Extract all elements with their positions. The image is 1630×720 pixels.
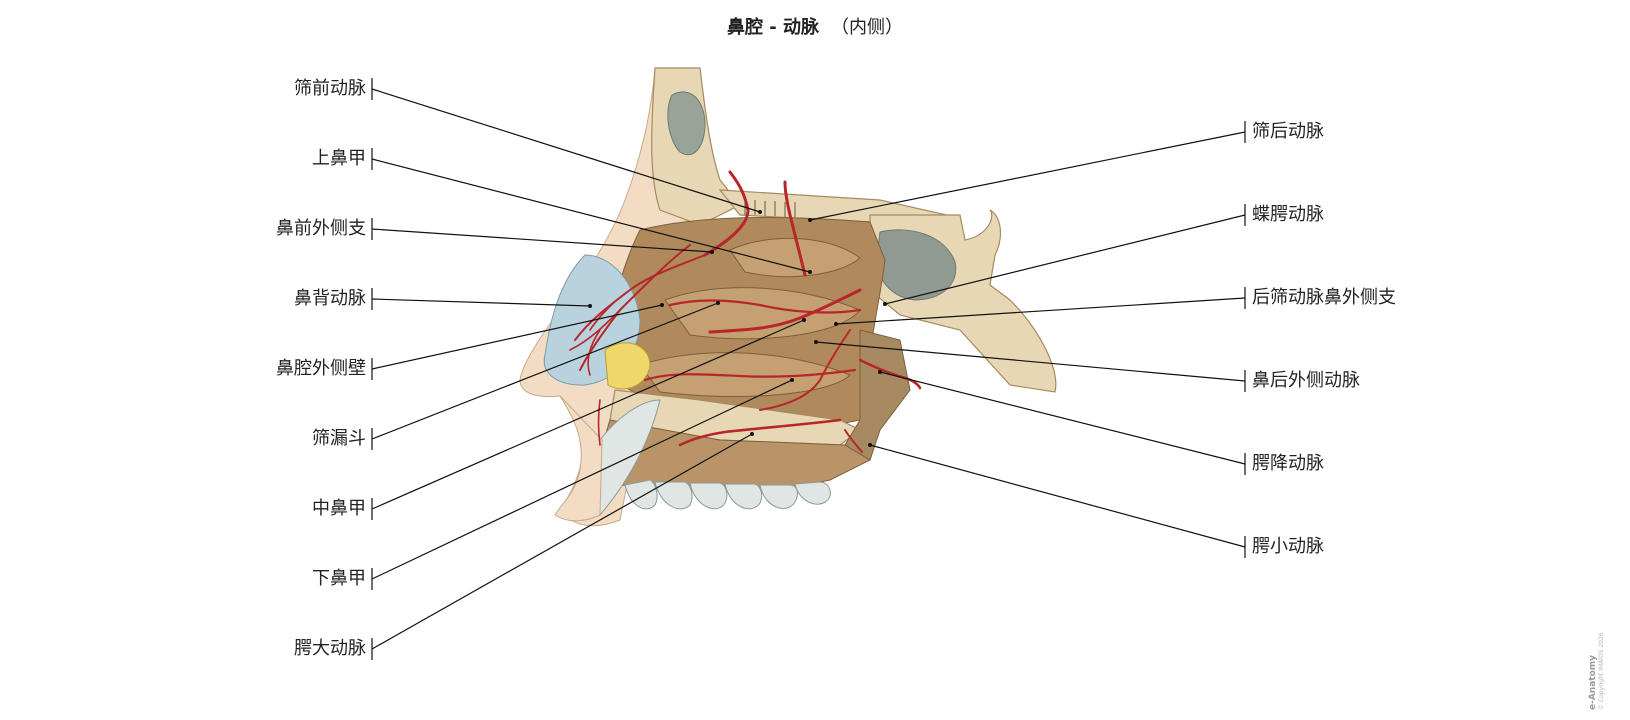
leader-anterior-ethmoidal-artery [371,88,761,213]
cartilage-branch-3 [587,329,601,376]
label-dorsal-nasal-artery: 鼻背动脉 [294,288,366,309]
cartilage-branch-1 [589,289,631,331]
leader-posterior-ethmoidal-lateral-nasal-branch [835,297,1246,325]
middle-concha-vessel [668,299,862,314]
pterygoid-region [844,329,911,461]
leader-lesser-palatine-artery [869,444,1246,548]
label-descending-palatine-artery: 腭降动脉 [1252,453,1324,474]
leader-lines [371,78,1246,660]
leader-endpoints [588,210,887,447]
label-middle-nasal-concha: 中鼻甲 [312,498,366,519]
frontal-sinus [667,91,706,156]
leader-greater-palatine-artery [371,433,753,650]
leader-posterior-ethmoidal-artery [809,131,1246,221]
watermark-brand: e-Anatomy [1588,654,1598,710]
label-posterior-ethmoidal-lateral-nasal-branch: 后筛动脉鼻外侧支 [1252,287,1396,308]
title-subtitle: （内侧） [831,17,903,38]
posterior-ethmoidal-artery-vessel [783,180,807,277]
nasal-cavity-illustration [519,67,1057,527]
title-main: 鼻腔 - 动脉 [726,17,819,38]
leader-posterior-lateral-nasal-artery [815,341,1246,382]
leader-middle-nasal-concha [371,319,805,510]
leader-superior-nasal-concha [371,158,811,273]
watermark: e-Anatomy © Copyright IMAIOS 2026 [1588,620,1605,710]
label-superior-nasal-concha: 上鼻甲 [312,148,366,169]
teeth [624,479,831,510]
inferior-concha-shape [639,352,851,397]
label-inferior-nasal-concha: 下鼻甲 [312,568,366,589]
anterior-ethmoidal-artery-vessel [703,170,750,257]
watermark-copyright: © Copyright IMAIOS 2026 [1598,632,1605,710]
label-anterior-lateral-nasal-branch: 鼻前外侧支 [276,218,366,239]
leader-ethmoidal-infundibulum [371,302,719,440]
label-sphenopalatine-artery: 蝶腭动脉 [1252,204,1324,225]
label-posterior-ethmoidal-artery: 筛后动脉 [1252,121,1324,142]
leader-descending-palatine-artery [879,371,1246,465]
leader-inferior-nasal-concha [371,379,793,580]
fat-pad [604,342,651,390]
upper-lip [554,395,603,522]
label-ethmoidal-infundibulum: 筛漏斗 [312,428,366,449]
label-posterior-lateral-nasal-artery: 鼻后外侧动脉 [1252,370,1360,391]
leader-sphenopalatine-artery [884,214,1246,305]
septal-branch [597,399,601,446]
leader-lateral-wall-nasal-cavity [371,304,663,370]
leader-dorsal-nasal-artery [371,298,591,307]
page-title: 鼻腔 - 动脉 （内侧） [0,16,1630,40]
label-lesser-palatine-artery: 腭小动脉 [1252,536,1324,557]
cartilage-branch-2 [569,309,621,351]
lesser-palatine-vessel [844,429,863,453]
arteries [569,170,922,453]
label-greater-palatine-artery: 腭大动脉 [294,638,366,659]
greater-palatine-vessel [678,418,842,447]
leader-anterior-lateral-nasal-branch [371,228,713,253]
label-anterior-ethmoidal-artery: 筛前动脉 [294,78,366,99]
sphenoid-sinus [875,229,957,301]
sphenopalatine-artery-vessel [708,288,862,334]
label-lateral-wall-nasal-cavity: 鼻腔外侧壁 [276,358,366,379]
superior-concha-shape [729,237,861,278]
